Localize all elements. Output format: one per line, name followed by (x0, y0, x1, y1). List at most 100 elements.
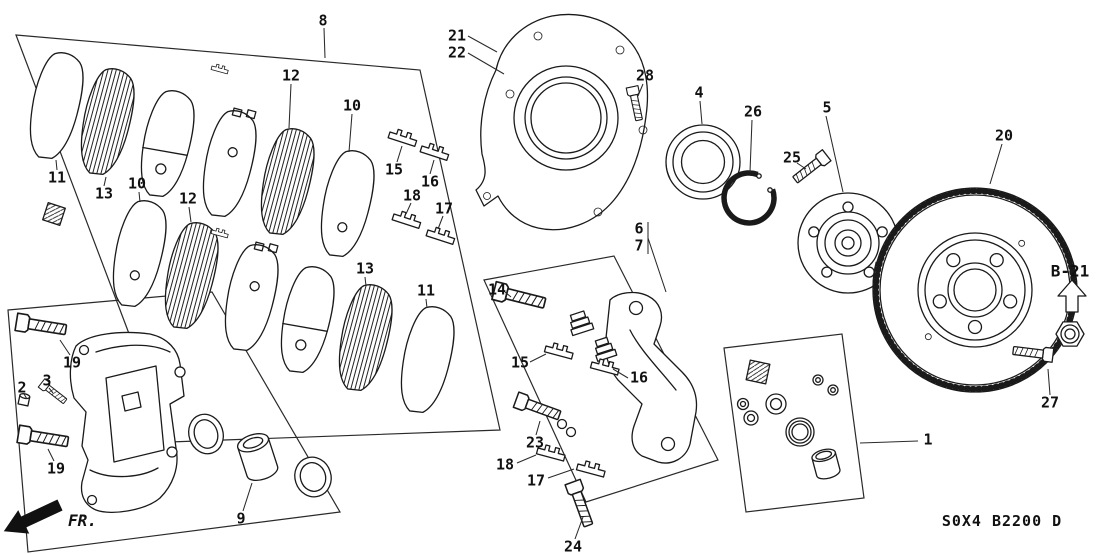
part-callout-12: 12 (179, 190, 197, 208)
bleeder-cap-small (812, 374, 824, 386)
part-callout-3: 3 (42, 372, 51, 390)
part-callout-13: 13 (356, 260, 374, 278)
wear-indicator (42, 202, 66, 226)
part-callout-11: 11 (417, 282, 435, 300)
seal-ring (743, 410, 759, 426)
guard-contour (513, 65, 619, 171)
grease-packet (745, 359, 771, 385)
caliper-square-hole (121, 391, 142, 412)
retainer-clip (543, 340, 575, 360)
part-callout-1: 1 (923, 431, 932, 449)
part-callout-8: 8 (318, 12, 327, 30)
brake-pad (389, 301, 464, 419)
part-callout-9: 9 (236, 510, 245, 528)
seal-ring (736, 397, 750, 411)
caliper-rib (89, 467, 159, 478)
pad-shim (249, 123, 324, 241)
washer (565, 426, 577, 438)
piston-boot-ring (785, 417, 815, 447)
bleeder-cap-small (827, 384, 839, 396)
part-callout-12: 12 (282, 67, 300, 85)
snap-ring (721, 170, 777, 226)
seal-kit-group (736, 359, 841, 480)
dust-cover (811, 448, 841, 480)
retainer-clip (419, 140, 451, 162)
ref-callout-B-21[interactable]: B-21 (1051, 262, 1090, 281)
pad-kit-box (15, 34, 501, 443)
washer (556, 418, 568, 430)
part-callout-17: 17 (435, 200, 453, 218)
bracket-kit-box (483, 255, 719, 503)
part-callout-16: 16 (421, 173, 439, 191)
part-callout-2: 2 (17, 379, 26, 397)
seal-kit-box (723, 333, 865, 513)
part-callout-10: 10 (343, 97, 361, 115)
caliper-lug (166, 446, 178, 458)
caliper-lug (174, 366, 186, 378)
caliper-body (69, 331, 185, 513)
splash-guard-plate (475, 13, 649, 231)
part-callout-13: 13 (95, 185, 113, 203)
part-callout-25: 25 (783, 149, 801, 167)
caliper-group (14, 312, 332, 513)
part-callout-14: 14 (488, 281, 506, 299)
part-callout-19: 19 (47, 460, 65, 478)
retainer-clip (575, 458, 607, 478)
diagram-code: S0X4 B2200 D (942, 512, 1062, 530)
part-callout-23: 23 (526, 434, 544, 452)
part-callout-24: 24 (564, 538, 582, 554)
bracket-group (491, 280, 698, 529)
brake-pad (269, 261, 344, 379)
part-callout-27: 27 (1041, 394, 1059, 412)
fr-label: FR. (68, 511, 97, 530)
piston (236, 433, 279, 482)
part-callout-4: 4 (694, 84, 703, 102)
part-callout-11: 11 (48, 169, 66, 187)
part-callout-18: 18 (403, 187, 421, 205)
caliper-mount-bolt (14, 312, 68, 340)
brake-pads-group (18, 47, 464, 419)
guard-center-hole-inner (530, 82, 602, 154)
part-callout-20: 20 (995, 127, 1013, 145)
bracket-hole (628, 300, 644, 316)
fr-direction: FR. (3, 499, 97, 534)
bracket-edge (629, 329, 677, 391)
part-callout-19: 19 (63, 354, 81, 372)
caliper-lug (86, 494, 98, 506)
brake-pad (101, 195, 176, 313)
wheel-bearing (665, 124, 741, 200)
retainer-clip (425, 224, 457, 246)
part-callout-7: 7 (634, 237, 643, 255)
part-callout-5: 5 (822, 99, 831, 117)
part-callout-15: 15 (385, 161, 403, 179)
guide-pin-boot (594, 336, 618, 362)
caliper-rib (95, 344, 171, 353)
leader-lines (23, 27, 1051, 540)
caliper-bracket (604, 291, 698, 464)
brake-pad (129, 85, 204, 203)
splash-guard (475, 13, 649, 231)
caliper-mount-bolt (16, 424, 70, 452)
piston-seal-ring (765, 393, 787, 415)
piston-seal (188, 413, 224, 455)
part-callout-16: 16 (630, 369, 648, 387)
part-callout-26: 26 (744, 103, 762, 121)
part-callout-17: 17 (527, 472, 545, 490)
caliper-lug (78, 344, 90, 356)
b21-arrow-icon (1057, 279, 1087, 313)
guard-center-hole (524, 76, 608, 160)
retainer-clip (387, 126, 419, 148)
caliper-window (105, 365, 165, 463)
part-callout-15: 15 (511, 354, 529, 372)
part-callout-28: 28 (636, 67, 654, 85)
brake-pad (18, 47, 93, 165)
brake-pad (191, 105, 266, 223)
pad-clip-small (210, 62, 230, 75)
fr-arrow-icon (3, 499, 63, 534)
brake-pad (213, 239, 288, 357)
part-callout-21: 21 (448, 27, 466, 45)
brake-pad (309, 145, 384, 263)
